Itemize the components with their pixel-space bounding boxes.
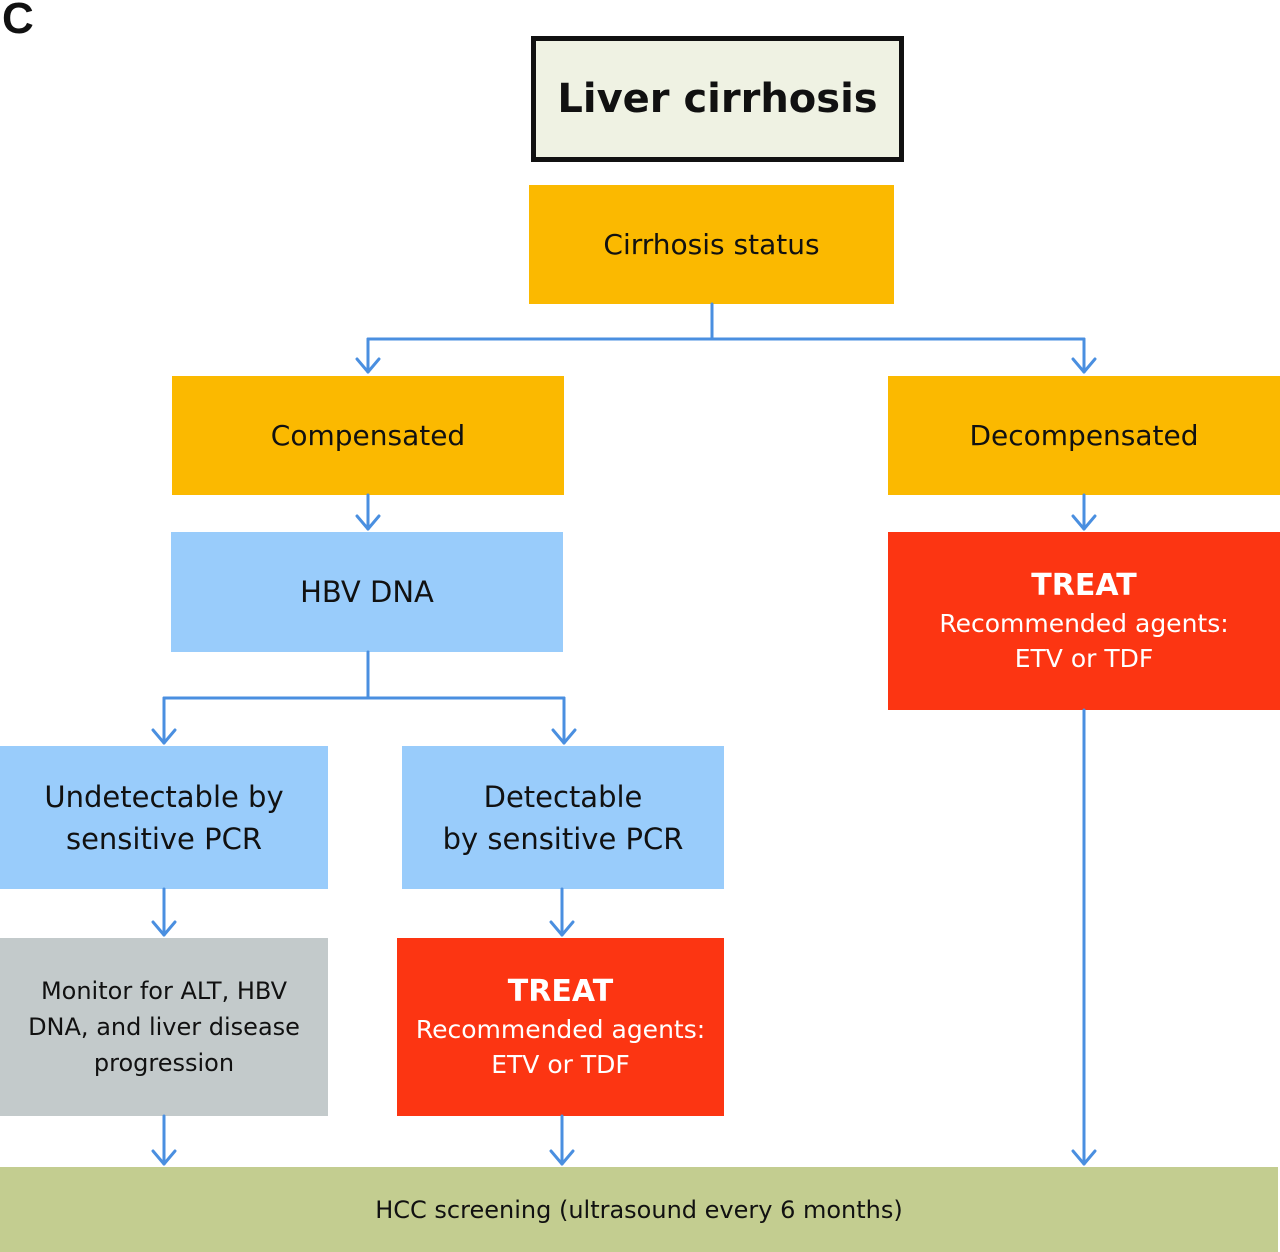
arrowhead-monitor-hcc: [151, 1149, 177, 1166]
treat-decompensated-heading: TREAT: [1031, 568, 1137, 603]
arrowhead-detectable: [551, 728, 577, 745]
undetectable-line-1: Undetectable by: [44, 779, 284, 814]
detectable-box: Detectable by sensitive PCR: [402, 746, 724, 889]
treat-decompensated-line-2: ETV or TDF: [1014, 644, 1154, 673]
hbv-dna-text: HBV DNA: [300, 575, 434, 609]
hbv-dna-box: HBV DNA: [171, 532, 563, 652]
arrowhead-undetectable: [151, 728, 177, 745]
connector-status-split: [366, 302, 1086, 341]
arrowhead-decompensated: [1071, 357, 1097, 374]
title-box: Liver cirrhosis: [531, 36, 904, 162]
title-text: Liver cirrhosis: [557, 76, 878, 122]
undetectable-line-2: sensitive PCR: [65, 821, 263, 856]
hcc-screening-text: HCC screening (ultrasound every 6 months…: [375, 1195, 903, 1224]
compensated-box: Compensated: [172, 376, 564, 495]
connector-hbv-split: [162, 650, 566, 700]
treat-compensated-heading: TREAT: [507, 974, 614, 1009]
treat-compensated-line-2: ETV or TDF: [491, 1050, 630, 1079]
treat-decompensated-line-1: Recommended agents:: [939, 609, 1229, 638]
treat-compensated-line-1: Recommended agents:: [415, 1015, 706, 1044]
cirrhosis-status-box: Cirrhosis status: [529, 185, 894, 304]
arrowhead-treat-decompensated: [1071, 514, 1097, 531]
decompensated-text: Decompensated: [969, 419, 1199, 452]
detectable-line-2: by sensitive PCR: [442, 821, 684, 856]
arrowhead-decomp-hcc: [1071, 1149, 1097, 1166]
monitor-line-3: progression: [93, 1049, 235, 1077]
arrowhead-treat-hcc: [549, 1149, 575, 1166]
panel-label: C: [2, 0, 34, 43]
arrowhead-monitor: [151, 920, 177, 937]
decompensated-box: Decompensated: [888, 376, 1280, 495]
compensated-text: Compensated: [270, 419, 466, 452]
hcc-screening-box: HCC screening (ultrasound every 6 months…: [0, 1167, 1278, 1252]
monitor-line-2: DNA, and liver disease: [28, 1013, 300, 1041]
arrowhead-compensated: [355, 357, 381, 374]
monitor-line-1: Monitor for ALT, HBV: [40, 977, 288, 1005]
arrowhead-hbv-dna: [355, 514, 381, 531]
arrowhead-treat-compensated: [549, 920, 575, 937]
treat-decompensated-box: TREAT Recommended agents: ETV or TDF: [888, 532, 1280, 710]
cirrhosis-status-text: Cirrhosis status: [603, 228, 820, 261]
treat-compensated-box: TREAT Recommended agents: ETV or TDF: [397, 938, 724, 1116]
detectable-line-1: Detectable: [483, 779, 643, 814]
monitor-box: Monitor for ALT, HBV DNA, and liver dise…: [0, 938, 328, 1116]
undetectable-box: Undetectable by sensitive PCR: [0, 746, 328, 889]
